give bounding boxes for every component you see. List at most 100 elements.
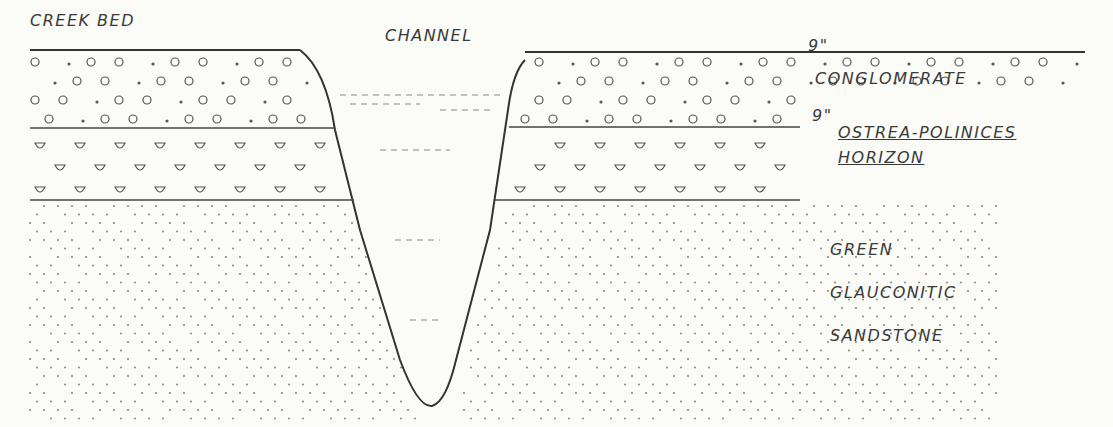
sand-grain — [246, 401, 248, 403]
sand-grain — [134, 299, 136, 301]
shell-fossil — [635, 187, 645, 192]
sand-grain — [722, 401, 724, 403]
sand-grain — [568, 248, 570, 250]
sand-grain — [750, 401, 752, 403]
sand-grain — [519, 222, 521, 224]
sand-grain — [582, 299, 584, 301]
conglomerate-pebble — [871, 58, 879, 66]
sand-grain — [64, 231, 66, 233]
sand-grain — [526, 265, 528, 267]
sand-grain — [722, 350, 724, 352]
sand-grain — [540, 418, 542, 420]
sand-grain — [519, 324, 521, 326]
sand-grain — [127, 375, 129, 377]
sand-grain — [57, 375, 59, 377]
conglomerate-pebble — [605, 115, 613, 123]
sand-grain — [351, 256, 353, 258]
conglomerate-pebble — [115, 58, 123, 66]
sand-grain — [337, 375, 339, 377]
sand-grain — [253, 239, 255, 241]
sand-grain — [673, 222, 675, 224]
sand-grain — [876, 401, 878, 403]
sand-grain — [890, 418, 892, 420]
sand-grain — [876, 316, 878, 318]
sand-grain — [568, 214, 570, 216]
sand-grain — [519, 256, 521, 258]
sand-grain — [85, 307, 87, 309]
sand-grain — [617, 290, 619, 292]
sand-grain — [981, 324, 983, 326]
sand-grain — [393, 358, 395, 360]
sand-grain — [547, 375, 549, 377]
sand-grain — [519, 409, 521, 411]
conglomerate-pebble — [199, 58, 207, 66]
sand-grain — [211, 256, 213, 258]
sand-grain — [757, 256, 759, 258]
sand-grain — [484, 299, 486, 301]
sand-grain — [197, 256, 199, 258]
layer-label: OSTREA-POLINICES HORIZON — [838, 120, 1048, 170]
sand-grain — [183, 222, 185, 224]
sand-grain — [883, 409, 885, 411]
sand-grain — [785, 358, 787, 360]
sand-grain — [260, 367, 262, 369]
sand-grain — [673, 409, 675, 411]
sand-grain — [337, 239, 339, 241]
sand-grain — [827, 341, 829, 343]
conglomerate-pebble — [87, 58, 95, 66]
sand-grain — [190, 418, 192, 420]
sand-grain — [568, 282, 570, 284]
conglomerate-pebble — [787, 58, 795, 66]
sand-grain — [218, 299, 220, 301]
sand-grain — [498, 384, 500, 386]
sand-grain — [855, 358, 857, 360]
sand-grain — [141, 375, 143, 377]
sand-grain — [960, 333, 962, 335]
sand-grain — [792, 265, 794, 267]
sand-grain — [141, 239, 143, 241]
sand-grain — [71, 205, 73, 207]
sand-grain — [365, 256, 367, 258]
sand-grain — [813, 409, 815, 411]
sand-grain — [743, 205, 745, 207]
sand-grain — [904, 367, 906, 369]
sand-grain — [43, 205, 45, 207]
sand-grain — [323, 307, 325, 309]
sand-grain — [764, 282, 766, 284]
sand-grain — [932, 214, 934, 216]
sand-grain — [204, 316, 206, 318]
sand-grain — [498, 418, 500, 420]
sand-grain — [561, 205, 563, 207]
sand-grain — [554, 333, 556, 335]
sand-grain — [64, 299, 66, 301]
conglomerate-pebble — [521, 115, 529, 123]
sand-grain — [337, 205, 339, 207]
sand-grain — [673, 307, 675, 309]
sand-grain — [827, 358, 829, 360]
sand-grain — [218, 214, 220, 216]
sand-grain — [785, 392, 787, 394]
shell-fossil — [575, 165, 585, 170]
sand-grain — [876, 265, 878, 267]
sand-grain — [64, 214, 66, 216]
sand-grain — [792, 418, 794, 420]
sand-grain — [561, 222, 563, 224]
sand-grain — [939, 256, 941, 258]
sand-grain — [757, 341, 759, 343]
sand-grain — [631, 239, 633, 241]
sand-grain — [169, 273, 171, 275]
sand-grain — [183, 324, 185, 326]
sand-grain — [610, 333, 612, 335]
sand-grain — [617, 358, 619, 360]
sand-grain — [554, 282, 556, 284]
sand-grain — [162, 401, 164, 403]
sand-grain — [113, 358, 115, 360]
sand-grain — [274, 248, 276, 250]
sand-grain — [554, 316, 556, 318]
sand-grain — [792, 384, 794, 386]
sand-grain — [582, 350, 584, 352]
sand-grain — [897, 324, 899, 326]
sand-grain — [120, 333, 122, 335]
sand-grain — [281, 256, 283, 258]
conglomerate-pebble — [1062, 82, 1064, 84]
